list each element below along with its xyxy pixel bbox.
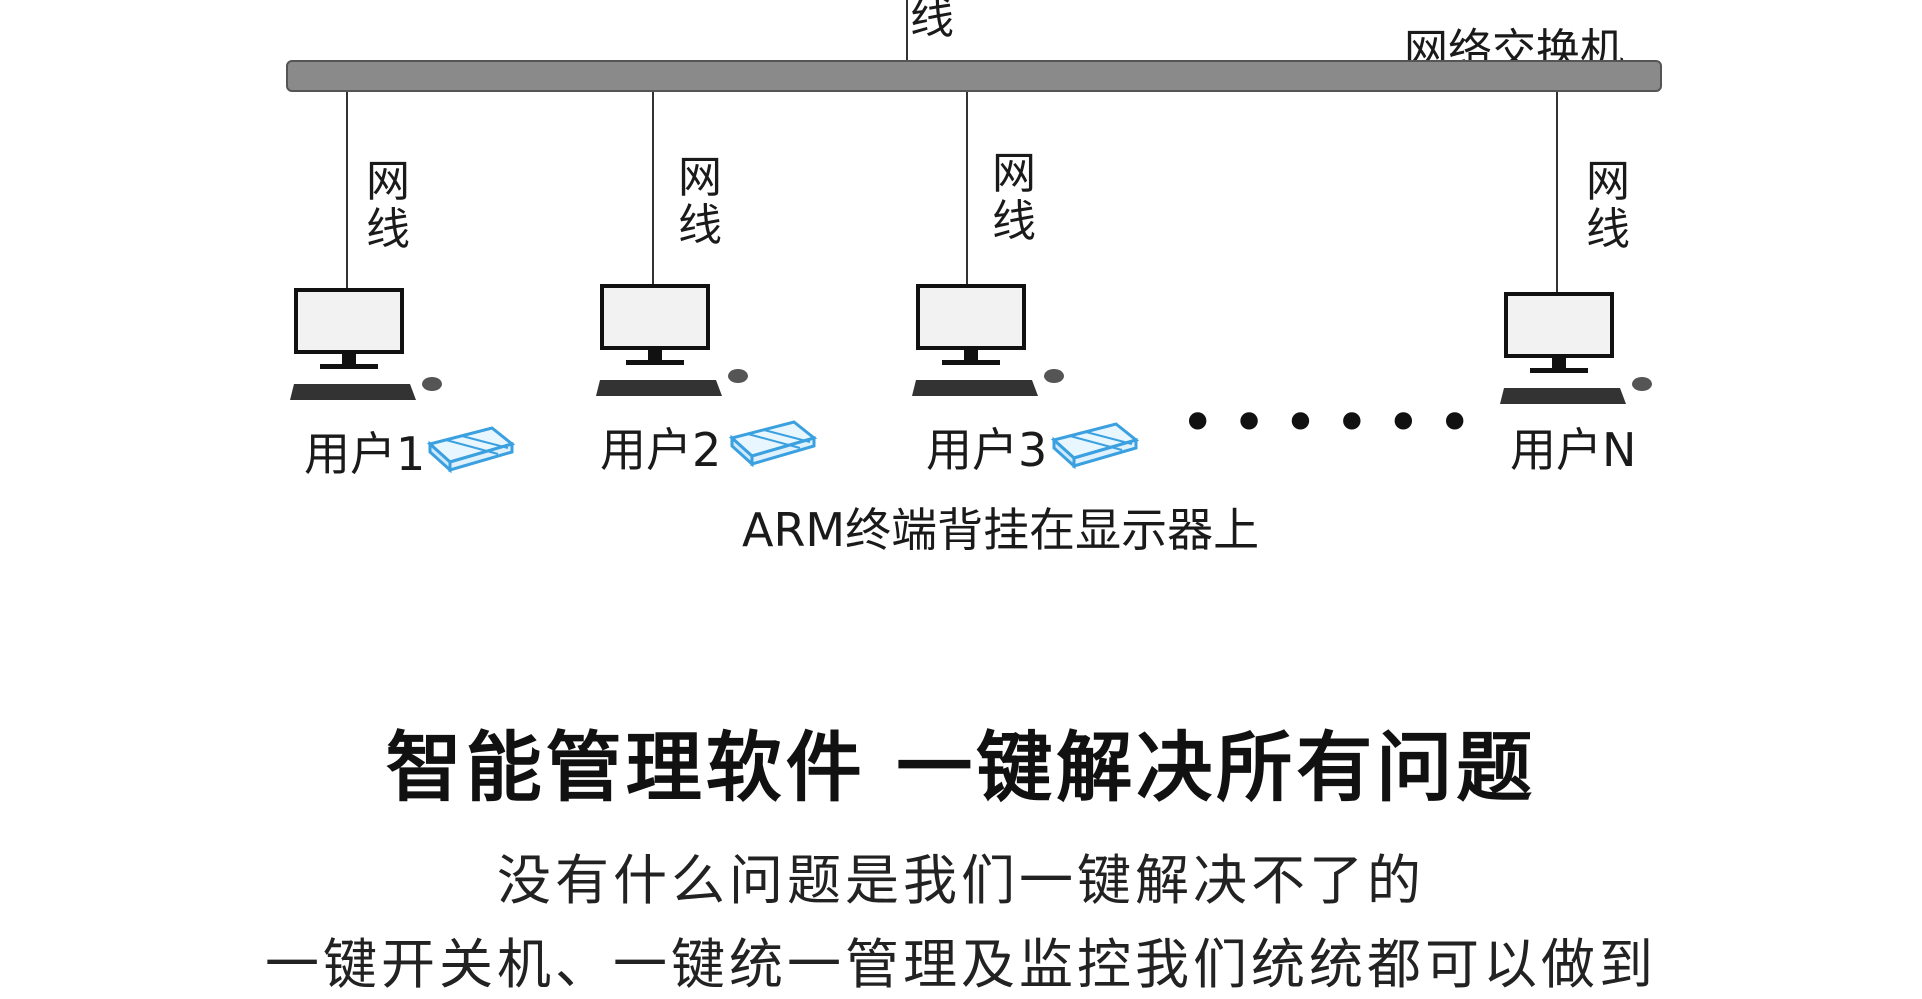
computer-icon xyxy=(290,288,442,400)
cable-label-text: 网 线 xyxy=(992,148,1036,247)
cable-3 xyxy=(966,92,968,288)
cable-label-n: 网 线 xyxy=(1584,158,1632,254)
uplink-cable-label: 线 xyxy=(910,0,954,44)
network-switch xyxy=(286,60,1662,92)
arm-terminal-icon xyxy=(426,426,516,474)
cable-1 xyxy=(346,92,348,292)
user-label-2: 用户2 xyxy=(600,423,722,477)
arm-terminal-icon xyxy=(1050,422,1140,470)
cable-label-3: 网 线 xyxy=(990,150,1038,246)
cable-n xyxy=(1556,92,1558,292)
arm-terminal-icon xyxy=(728,420,818,468)
diagram-caption: ARM终端背挂在显示器上 xyxy=(742,503,1260,557)
computer-icon xyxy=(596,284,748,396)
computer-icon xyxy=(912,284,1064,396)
cable-2 xyxy=(652,92,654,288)
user-label-n: 用户N xyxy=(1510,423,1637,477)
cable-label-text: 网 线 xyxy=(1586,156,1630,255)
cable-label-text: 网 线 xyxy=(678,152,722,251)
cable-label-2: 网 线 xyxy=(676,154,724,250)
uplink-cable xyxy=(906,0,908,62)
more-users-ellipsis: •••••• xyxy=(1180,388,1489,458)
headline: 智能管理软件 一键解决所有问题 xyxy=(385,723,1537,812)
body-line-2: 一键开关机、一键统一管理及监控我们统统都可以做到 xyxy=(265,933,1657,996)
computer-icon xyxy=(1500,292,1652,404)
cable-label-1: 网 线 xyxy=(364,158,412,254)
cable-label-text: 网 线 xyxy=(366,156,410,255)
body-line-1: 没有什么问题是我们一键解决不了的 xyxy=(497,849,1425,912)
user-label-1: 用户1 xyxy=(304,427,426,481)
user-label-3: 用户3 xyxy=(926,423,1048,477)
